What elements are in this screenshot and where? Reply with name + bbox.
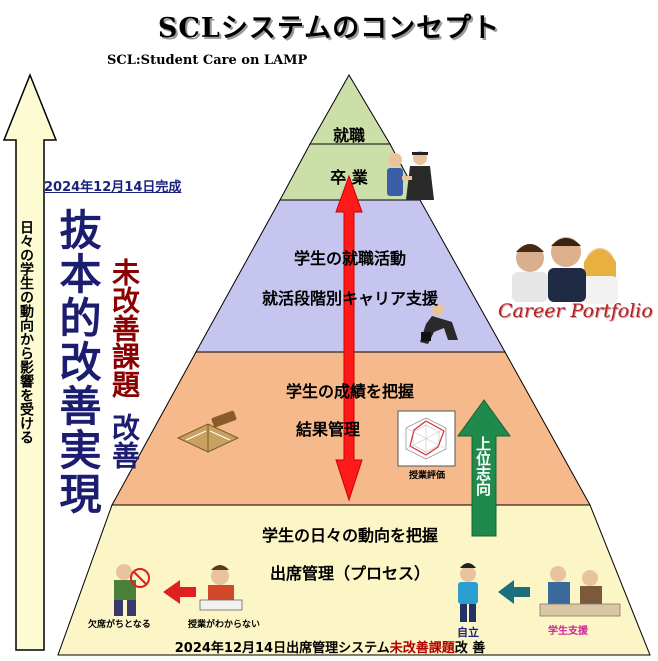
green-up-arrow [457,399,511,537]
tier4-line2: 出席管理（プロセス） [269,564,430,583]
page-subtitle: SCL:Student Care on LAMP [107,53,308,68]
tier4-line1: 学生の日々の動向を把握 [261,526,438,545]
tier3-line2: 結果管理 [295,420,360,439]
tier3-line1: 学生の成績を把握 [285,382,414,401]
independent-student-illustration [458,563,478,622]
graduation-illustration [387,151,434,200]
student-support-illustration [539,566,621,617]
student-support-label: 学生支援 [548,626,588,637]
bottom-caption-suffix: 改 善 [454,641,486,656]
radar-chart-label: 授業評価 [408,471,445,481]
left-arrow-caption: 日々の学生の動向から影響を受ける [18,220,34,444]
tier2-line1: 学生の就職活動 [293,249,406,268]
bottom-caption-prefix: 2024年12月14日出席管理システム [174,641,390,656]
book-illustration [176,410,240,453]
unresolved-issues-vertical: 未改善課題 [108,258,141,398]
left-up-arrow [2,72,58,651]
job-seeker-illustration [420,304,458,344]
confused-label: 授業がわからない [188,620,261,630]
independent-label: 自立 [457,626,479,639]
pyramid-tier-4 [57,504,651,656]
completion-date: 2024年12月14日完成 [44,180,182,195]
tier2-line2: 就活段階別キャリア支援 [261,289,438,308]
up-arrow-label: 上位志向 [474,436,492,496]
bottom-caption-red: 未改善課題 [389,641,455,656]
teal-left-arrow [498,580,530,604]
tier1-line1: 就職 [332,126,365,145]
career-portfolio-photo [512,237,618,304]
radar-chart [405,417,447,460]
bottom-caption: 2024年12月14日出席管理システム未改善課題改 善 [80,637,580,656]
tier1-line2: 卒 業 [330,168,368,187]
confused-student-illustration [199,565,243,611]
absence-label: 欠席がちとなる [88,620,151,630]
absent-student-illustration [114,564,150,616]
improvement-vertical: 改善 [108,413,141,469]
red-double-arrow [335,174,363,502]
page-title: SCLシステムのコンセプト [157,13,501,44]
headline-vertical: 抜本的改善実現 [53,208,102,516]
red-left-arrow [163,580,196,604]
career-portfolio-label: Career Portfolio [498,300,653,322]
